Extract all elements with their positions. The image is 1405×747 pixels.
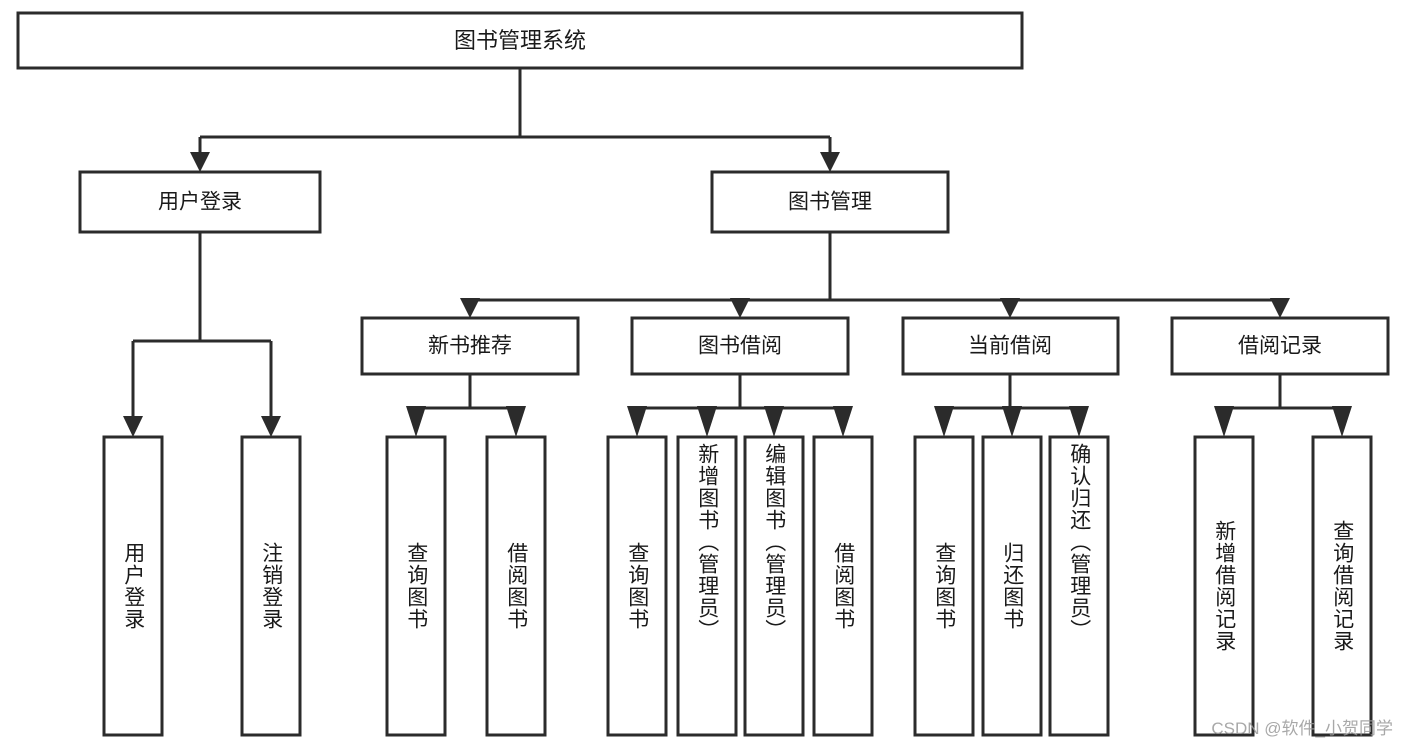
arrow-to-leaf-return-book	[1002, 406, 1022, 437]
leaf-box-query-book-2[interactable]	[606, 435, 668, 737]
node-book-manage[interactable]: 图书管理	[710, 170, 950, 234]
arrow-to-leaf-query-book-1	[406, 406, 426, 437]
arrow-to-leaf-borrow-book-1	[506, 406, 526, 437]
leaf-box-borrow-book-1[interactable]	[485, 435, 547, 737]
arrow-to-leaf-query-record	[1332, 406, 1352, 437]
arrow-to-user-login	[190, 152, 210, 172]
arrow-to-leaf-query-book-2	[627, 406, 647, 437]
node-new-book-recommend[interactable]: 新书推荐	[360, 316, 580, 376]
node-borrow-record-label: 借阅记录	[1238, 335, 1322, 358]
arrow-to-new-book-recommend	[460, 298, 480, 318]
node-borrow-record[interactable]: 借阅记录	[1170, 316, 1390, 376]
node-user-login[interactable]: 用户登录	[78, 170, 322, 234]
node-book-manage-label: 图书管理	[788, 191, 872, 214]
leaf-box-user-login[interactable]	[102, 435, 164, 737]
connector-new-book-recommend-to-leaves	[406, 374, 526, 437]
leaf-box-user-logout[interactable]	[240, 435, 302, 737]
arrow-to-leaf-confirm-return	[1069, 406, 1089, 437]
leaf-box-confirm-return[interactable]	[1048, 435, 1110, 737]
leaf-box-query-record[interactable]	[1311, 435, 1373, 737]
arrow-to-leaf-add-book	[697, 406, 717, 437]
arrow-to-leaf-query-book-3	[934, 406, 954, 437]
leaf-box-edit-book[interactable]	[743, 435, 805, 737]
leaf-boxes	[102, 435, 1373, 737]
connector-book-borrow-to-leaves	[627, 374, 853, 437]
node-current-borrow[interactable]: 当前借阅	[901, 316, 1120, 376]
arrow-to-book-borrow	[730, 298, 750, 318]
leaf-box-query-book-3[interactable]	[913, 435, 975, 737]
arrow-to-leaf-user-logout	[261, 416, 281, 437]
leaf-box-query-book-1[interactable]	[385, 435, 447, 737]
node-user-login-label: 用户登录	[158, 191, 242, 214]
arrow-to-leaf-user-login	[123, 416, 143, 437]
connector-current-borrow-to-leaves	[934, 374, 1089, 437]
arrow-to-leaf-borrow-book-2	[833, 406, 853, 437]
arrow-to-leaf-add-record	[1214, 406, 1234, 437]
connector-borrow-record-to-leaves	[1214, 374, 1352, 437]
arrow-to-leaf-edit-book	[764, 406, 784, 437]
node-root[interactable]: 图书管理系统	[16, 11, 1024, 70]
node-new-book-recommend-label: 新书推荐	[428, 335, 512, 358]
node-book-borrow-label: 图书借阅	[698, 335, 782, 358]
arrow-to-book-manage	[820, 152, 840, 172]
leaf-box-return-book[interactable]	[981, 435, 1043, 737]
leaf-box-add-record[interactable]	[1193, 435, 1255, 737]
node-book-borrow[interactable]: 图书借阅	[630, 316, 850, 376]
leaf-box-add-book[interactable]	[676, 435, 738, 737]
leaf-box-borrow-book-2[interactable]	[812, 435, 874, 737]
node-root-label: 图书管理系统	[454, 28, 586, 53]
arrow-to-borrow-record	[1270, 298, 1290, 318]
connector-root-to-level1	[190, 68, 840, 172]
arrow-to-current-borrow	[1000, 298, 1020, 318]
connector-book-manage-to-level2	[460, 232, 1290, 318]
node-current-borrow-label: 当前借阅	[968, 335, 1052, 358]
connector-user-login-to-leaves	[123, 232, 281, 437]
